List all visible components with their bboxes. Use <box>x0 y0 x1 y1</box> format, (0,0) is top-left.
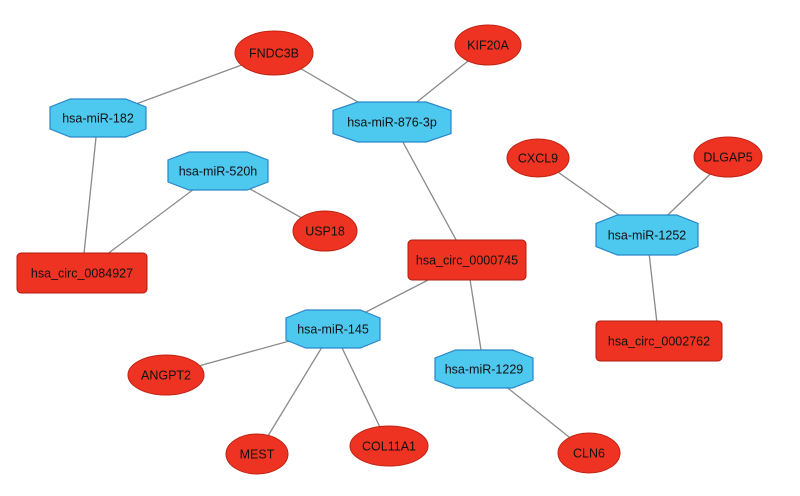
gene-ellipse-shape <box>454 24 522 66</box>
node-label: CLN6 <box>573 447 605 461</box>
gene-ellipse-shape <box>693 136 763 178</box>
gene-ellipse-shape <box>557 432 621 474</box>
node-label: hsa-miR-1252 <box>608 229 687 243</box>
mirna-octagon-shape <box>434 349 534 389</box>
node-hsa-mir-1229: hsa-miR-1229 <box>434 349 534 389</box>
circrna-rectangle-shape <box>16 252 148 294</box>
node-col11a1: COL11A1 <box>349 425 429 467</box>
mirna-octagon-shape <box>285 309 381 349</box>
node-hsa-mir-876-3p: hsa-miR-876-3p <box>332 101 452 143</box>
gene-ellipse-shape <box>349 425 429 467</box>
node-label: hsa-miR-182 <box>62 112 134 126</box>
node-hsa-mir-182: hsa-miR-182 <box>49 98 147 138</box>
node-label: CXCL9 <box>518 152 558 166</box>
node-label: hsa-miR-876-3p <box>347 116 437 130</box>
edge-hsa-mir-182-to-hsa-circ-0084927 <box>81 117 99 274</box>
node-label: hsa-miR-520h <box>179 165 258 179</box>
node-label: hsa_circ_0002762 <box>608 335 710 349</box>
node-label: ANGPT2 <box>141 369 191 383</box>
node-hsa-mir-145: hsa-miR-145 <box>285 309 381 349</box>
node-label: hsa-miR-145 <box>297 323 369 337</box>
node-hsa-circ-0002762: hsa_circ_0002762 <box>595 320 723 362</box>
edge-hsa-mir-145-to-mest <box>256 328 334 455</box>
node-label: USP18 <box>305 225 345 239</box>
mirna-octagon-shape <box>595 214 699 256</box>
gene-ellipse-shape <box>127 354 205 396</box>
node-label: hsa_circ_0000745 <box>416 254 518 268</box>
gene-ellipse-shape <box>234 30 314 76</box>
mirna-octagon-shape <box>49 98 147 138</box>
node-kif20a: KIF20A <box>454 24 522 66</box>
gene-ellipse-shape <box>506 138 570 178</box>
node-label: DLGAP5 <box>703 151 752 165</box>
node-hsa-circ-0000745: hsa_circ_0000745 <box>407 239 527 281</box>
node-hsa-mir-520h: hsa-miR-520h <box>167 151 269 191</box>
node-angpt2: ANGPT2 <box>127 354 205 396</box>
node-label: COL11A1 <box>362 440 416 454</box>
edge-hsa-mir-876-3p-to-hsa-circ-0000745 <box>391 121 468 261</box>
node-hsa-circ-0084927: hsa_circ_0084927 <box>16 252 148 294</box>
node-label: hsa_circ_0084927 <box>31 267 133 281</box>
node-dlgap5: DLGAP5 <box>693 136 763 178</box>
node-label: hsa-miR-1229 <box>445 363 524 377</box>
node-usp18: USP18 <box>292 210 358 252</box>
node-cxcl9: CXCL9 <box>506 138 570 178</box>
node-cln6: CLN6 <box>557 432 621 474</box>
mirna-octagon-shape <box>167 151 269 191</box>
node-fndc3b: FNDC3B <box>234 30 314 76</box>
node-label: FNDC3B <box>249 47 299 61</box>
node-hsa-mir-1252: hsa-miR-1252 <box>595 214 699 256</box>
node-label: KIF20A <box>467 39 509 53</box>
node-label: MEST <box>240 448 275 462</box>
node-mest: MEST <box>225 433 289 475</box>
node-layer: FNDC3B KIF20A hsa-miR-182 hsa-miR-876-3p hsa… <box>16 24 763 475</box>
gene-ellipse-shape <box>292 210 358 252</box>
circrna-rectangle-shape <box>595 320 723 362</box>
circrna-rectangle-shape <box>407 239 527 281</box>
mirna-octagon-shape <box>332 101 452 143</box>
gene-ellipse-shape <box>225 433 289 475</box>
